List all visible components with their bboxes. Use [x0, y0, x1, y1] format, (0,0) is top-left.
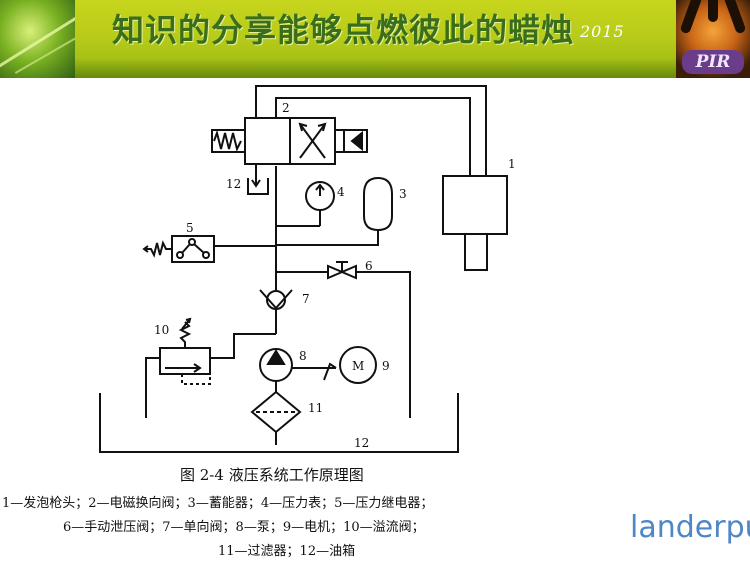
label-8: 8	[299, 349, 307, 363]
label-5: 5	[186, 221, 194, 235]
label-2: 2	[282, 101, 290, 115]
label-1: 1	[508, 157, 516, 171]
accumulator	[363, 176, 393, 232]
legend-line-2: 6—手动泄压阀；7—单向阀；8—泵；9—电机；10—溢流阀；	[63, 520, 425, 535]
legend-line-1: 1—发泡枪头；2—电磁换向阀；3—蓄能器；4—压力表；5—压力继电器；	[2, 496, 434, 511]
manual-release-valve	[327, 264, 345, 280]
header-banner-shade	[0, 58, 750, 78]
label-12-bottom: 12	[354, 436, 369, 450]
hydraulic-diagram: 1 2 3 4 5 6 7 8 9 10 11 12 12 M	[99, 85, 516, 453]
tiger-logo: PIR	[676, 0, 750, 78]
label-4: 4	[337, 185, 345, 199]
tiger-badge: PIR	[682, 50, 744, 74]
slide-year: 2015	[580, 22, 625, 41]
gun-nozzle	[464, 233, 488, 271]
label-6: 6	[365, 259, 373, 273]
directional-valve-left	[244, 117, 291, 165]
leaf-image	[0, 0, 75, 78]
legend-line-3: 11—过滤器；12—油箱	[218, 544, 356, 559]
label-11: 11	[308, 401, 323, 415]
label-3: 3	[399, 187, 407, 201]
foam-gun-head	[442, 175, 508, 235]
tank-outline	[99, 393, 459, 453]
motor	[339, 346, 377, 384]
relief-valve	[159, 347, 211, 375]
label-12-top: 12	[226, 177, 241, 191]
label-10: 10	[154, 323, 169, 337]
motor-letter: M	[352, 359, 364, 373]
slide-title: 知识的分享能够点燃彼此的蜡烛	[112, 11, 575, 49]
label-9: 9	[382, 359, 390, 373]
brand-watermark: landerpu	[630, 510, 750, 545]
label-7: 7	[302, 292, 310, 306]
figure-caption: 图 2-4 液压系统工作原理图	[180, 466, 364, 484]
